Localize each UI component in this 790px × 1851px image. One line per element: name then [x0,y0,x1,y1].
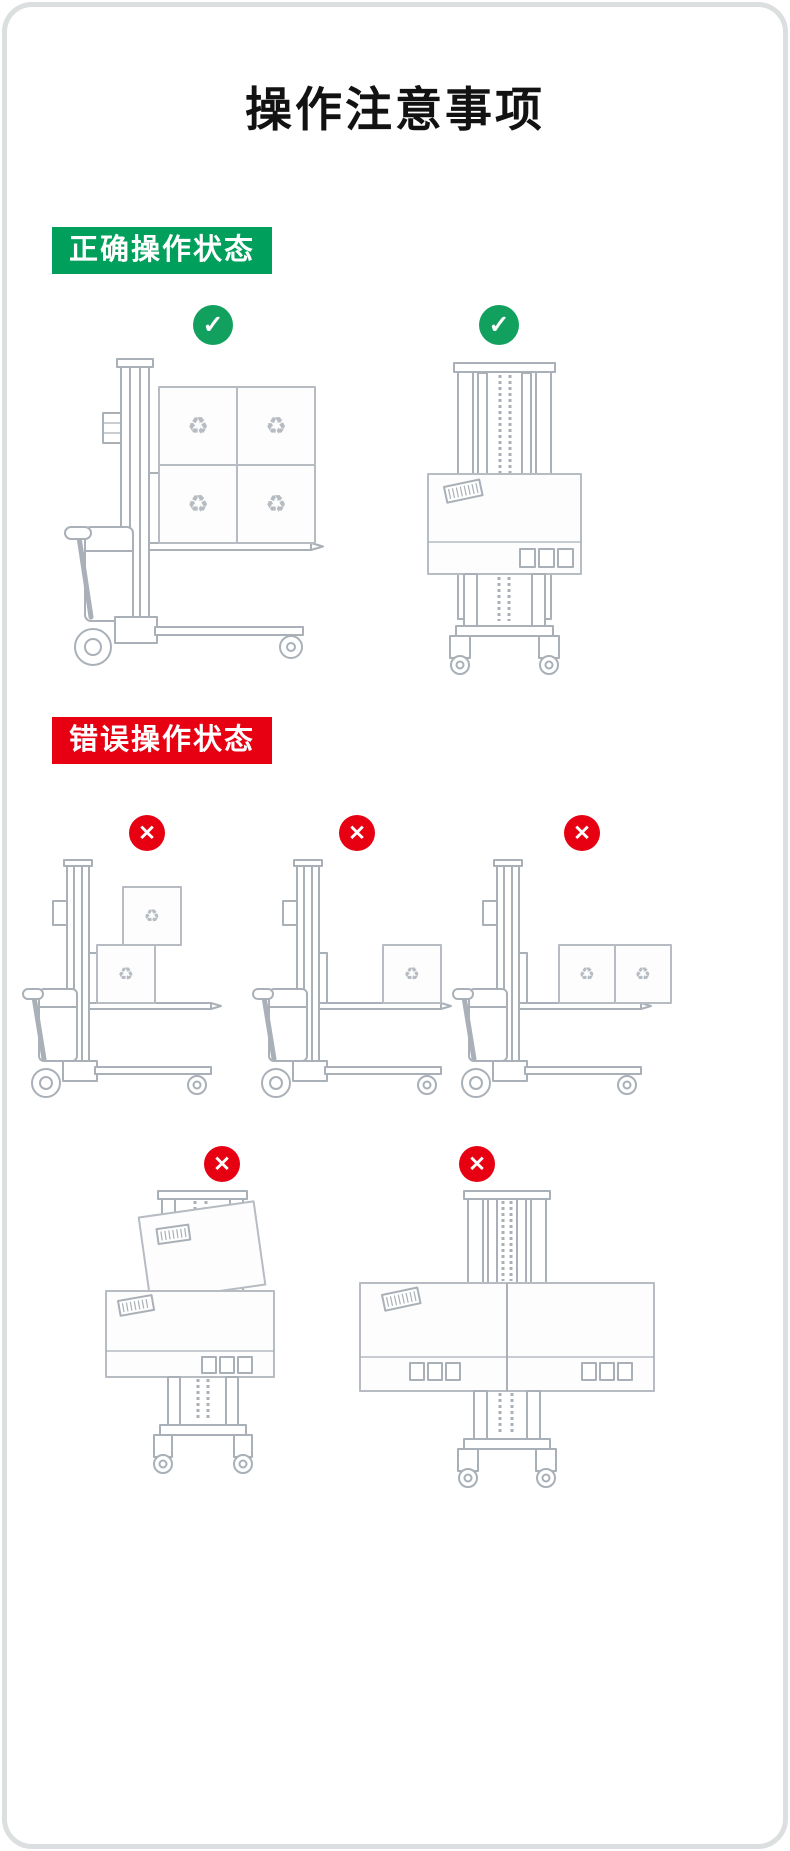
stacker-side-drawing: ♻ ♻ [22,859,222,1098]
cross-icon: ✕ [459,1146,495,1182]
load-box [427,473,582,575]
stacker-machine [252,859,452,1098]
barcode-sticker [381,1286,422,1312]
page-title: 操作注意事项 [245,83,545,136]
stacker-side-drawing: ♻ ♻ ♻ ♻ [64,358,324,666]
load-boxes: ♻ ♻ ♻ ♻ [158,386,316,544]
stacker-machine [64,358,324,666]
stacker-machine [463,1190,551,1284]
load-boxes: ♻ ♻ [96,886,182,1004]
cross-icon: ✕ [204,1146,240,1182]
barcode-sticker [155,1223,192,1245]
svg-text:♻: ♻ [635,964,651,985]
stacker-machine [22,859,222,1098]
illustration-correct-side-load: ♻ ♻ ♻ ♻ [55,355,325,685]
svg-text:♻: ♻ [404,964,420,985]
stacker-side-drawing: ♻ ♻ [452,859,672,1098]
illustration-wrong-crooked-stack [102,1189,312,1499]
illustration-wrong-load-too-wide [352,1189,662,1499]
cross-icon: ✕ [564,815,600,851]
load-boxes: ♻ ♻ [558,944,672,1004]
svg-text:♻: ♻ [579,964,595,985]
stacker-base [457,1390,557,1488]
cross-icon: ✕ [129,815,165,851]
stacker-base [153,1376,253,1474]
barcode-sticker [117,1294,156,1317]
illustration-wrong-box-at-tips: ♻ [247,857,462,1112]
stacker-base [449,573,560,675]
svg-text:♻: ♻ [265,490,287,518]
illustration-wrong-stacked-offset: ♻ ♻ [17,857,232,1112]
check-icon: ✓ [193,305,233,345]
illustration-wrong-overhang-side: ♻ ♻ [447,857,682,1112]
stacker-front-drawing [105,1190,275,1474]
check-icon: ✓ [479,305,519,345]
load-boxes [105,1200,275,1378]
load-boxes: ♻ [382,944,442,1004]
svg-text:♻: ♻ [187,490,209,518]
barcode-sticker [443,478,484,504]
svg-text:♻: ♻ [144,906,160,927]
error-section-badge: 错误操作状态 [52,717,273,765]
stacker-machine [452,859,652,1098]
svg-text:♻: ♻ [118,964,134,985]
correct-section-badge: 正确操作状态 [52,227,273,275]
cross-icon: ✕ [339,815,375,851]
stacker-side-drawing: ♻ [252,859,452,1098]
illustration-correct-front-load [422,359,587,684]
svg-text:♻: ♻ [187,412,209,440]
load-boxes [359,1282,655,1392]
svg-text:♻: ♻ [265,412,287,440]
stacker-front-drawing [359,1190,655,1488]
stacker-front-drawing [427,362,582,675]
